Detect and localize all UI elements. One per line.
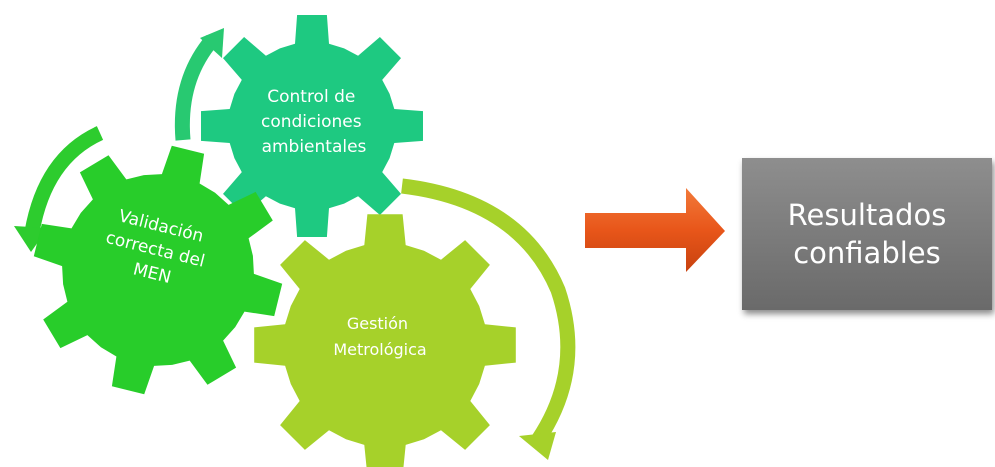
curved-arrow-gestion-body [401,178,576,445]
gear-gestion-metrologica [254,214,516,467]
curved-arrow-control-body [174,35,218,141]
curved-arrow-control [174,28,224,141]
gear-control-label-line-1: Control de [267,87,355,107]
result-label: Resultados confiables [787,198,947,270]
gear-control-label-line-2: condiciones [261,112,362,132]
curved-arrow-validacion-body [24,126,104,234]
gear-validacion-men [33,145,283,395]
curved-arrow-gestion-head [519,432,556,460]
gear-control-label: Control de condiciones ambientales [261,87,367,157]
gear-validacion-label-group: Validación correcta del MEN [98,205,218,297]
gear-gestion-label-line-1: Gestión [347,314,408,333]
gear-validacion-label: Validación correcta del MEN [98,205,218,297]
connector-arrow [585,188,725,272]
curved-arrow-validacion [14,126,104,252]
curved-arrow-control-head [200,28,224,58]
curved-arrow-validacion-head [14,226,48,252]
gear-gestion-label: Gestión Metrológica [333,314,426,359]
gear-control-condiciones [201,15,423,237]
gear-control-label-line-3: ambientales [262,137,367,157]
result-box: Resultados confiables [742,158,992,310]
curved-arrow-gestion [401,178,576,460]
gear-gestion-label-line-2: Metrológica [333,340,426,359]
